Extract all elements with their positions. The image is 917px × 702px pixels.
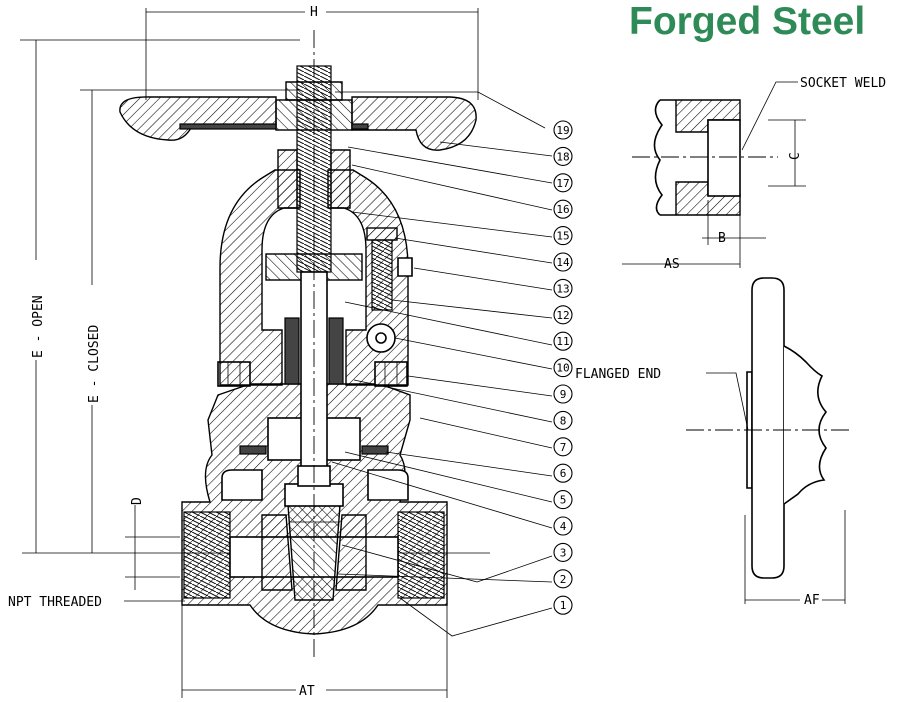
part-number: 6 xyxy=(560,467,567,480)
part-bubble xyxy=(553,252,573,272)
part-number: 19 xyxy=(556,124,569,137)
part-number: 9 xyxy=(560,388,567,401)
part-bubble xyxy=(553,516,573,536)
part-bubble xyxy=(553,410,573,430)
part-number: 4 xyxy=(560,520,567,533)
eye-bolt xyxy=(366,227,413,353)
part-number-callouts: 19 18 17 16 15 14 13 12 11 10 9 8 7 6 5 4 3 2 1 xyxy=(553,120,573,615)
part-number: 11 xyxy=(556,335,569,348)
dimension-e-closed: E - CLOSED xyxy=(80,89,300,553)
part-bubble xyxy=(553,542,573,562)
dimension-h: H xyxy=(145,5,479,100)
part-number: 16 xyxy=(556,203,569,216)
part-number: 5 xyxy=(560,494,567,507)
npt-threaded-label: NPT THREADED xyxy=(8,595,102,610)
dimension-at: AT xyxy=(181,600,448,699)
dimension-e-open: E - OPEN xyxy=(20,39,300,553)
part-bubble xyxy=(553,120,573,140)
part-bubble xyxy=(553,305,573,325)
part-bubble xyxy=(553,569,573,589)
dim-as-label: AS xyxy=(664,257,680,272)
dim-e-open-label: E - OPEN xyxy=(31,295,46,358)
dim-c-label: C xyxy=(788,152,803,160)
part-bubble xyxy=(553,437,573,457)
socket-weld-label: SOCKET WELD xyxy=(800,76,886,91)
part-number: 2 xyxy=(560,573,567,586)
dim-at-label: AT xyxy=(299,684,315,699)
flanged-end-detail: AF FLANGED END xyxy=(575,277,850,608)
flanged-end-label: FLANGED END xyxy=(575,367,661,382)
part-number: 12 xyxy=(556,309,569,322)
yoke-sleeve xyxy=(277,149,351,209)
dim-d-label: D xyxy=(130,497,145,505)
part-bubble xyxy=(553,358,573,378)
part-bubble xyxy=(553,384,573,404)
part-number: 7 xyxy=(560,441,567,454)
part-number: 15 xyxy=(556,230,569,243)
leader-lines xyxy=(331,91,553,637)
part-number: 13 xyxy=(556,282,569,295)
dim-af-label: AF xyxy=(804,593,820,608)
part-bubble xyxy=(553,146,573,166)
dim-e-closed-label: E - CLOSED xyxy=(87,325,102,403)
dimension-d: D xyxy=(125,497,180,590)
part-number: 10 xyxy=(556,362,569,375)
part-bubble xyxy=(553,463,573,483)
part-bubble xyxy=(553,173,573,193)
part-number: 8 xyxy=(560,414,567,427)
part-bubble xyxy=(553,199,573,219)
part-number: 14 xyxy=(556,256,570,269)
npt-threaded-callout: NPT THREADED xyxy=(8,595,185,610)
dim-b-label: B xyxy=(718,231,726,246)
dim-h-label: H xyxy=(310,5,318,20)
socket-weld-detail: AS B C SOCKET WELD xyxy=(622,76,886,272)
page-title: Forged Steel xyxy=(629,0,866,43)
part-number: 1 xyxy=(560,599,567,612)
part-number: 17 xyxy=(556,177,569,190)
part-bubble xyxy=(553,490,573,510)
part-number: 18 xyxy=(556,150,569,163)
part-bubble xyxy=(553,331,573,351)
part-bubble xyxy=(553,595,573,615)
part-bubble xyxy=(553,226,573,246)
part-number: 3 xyxy=(560,546,567,559)
part-bubble xyxy=(553,278,573,298)
